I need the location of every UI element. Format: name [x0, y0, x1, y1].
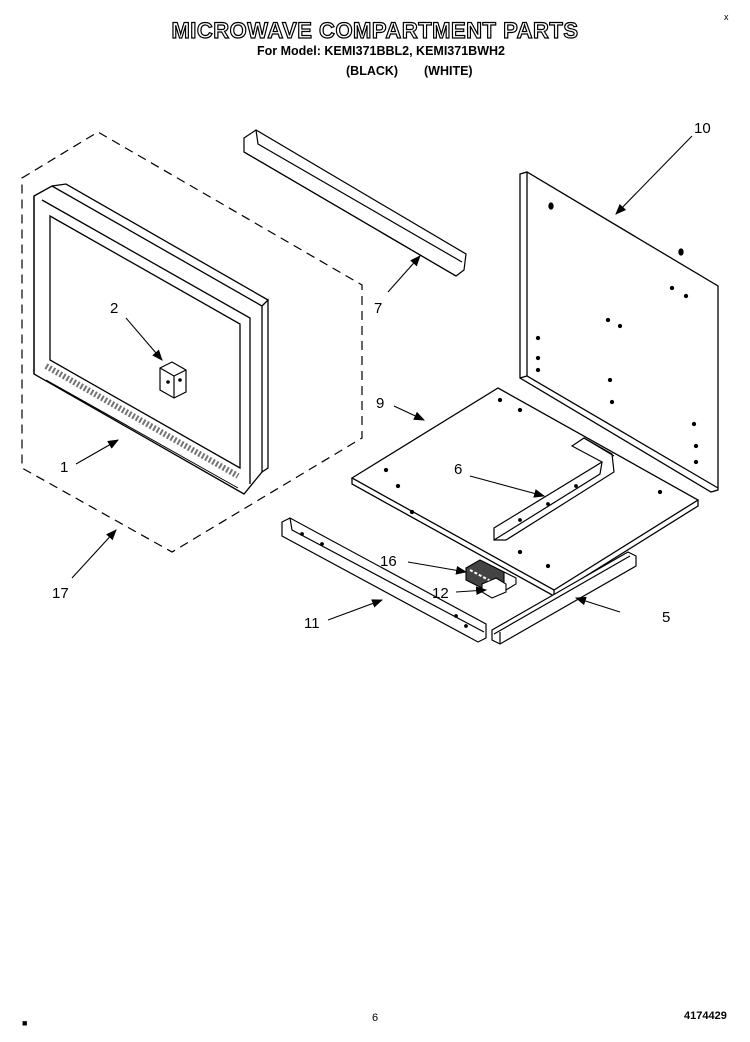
part-2-switch-box [159, 361, 187, 399]
part-17-dashed-outline [21, 131, 363, 553]
part-12-clip [481, 571, 517, 599]
callout-6: 6 [454, 461, 462, 478]
page-number: 6 [372, 1012, 379, 1024]
callout-12: 12 [432, 585, 449, 602]
callout-11: 11 [304, 615, 320, 632]
callout-7: 7 [374, 300, 382, 317]
callout-2: 2 [110, 300, 118, 317]
color-black-label: (BLACK) [346, 64, 399, 78]
corner-mark: x [724, 12, 729, 22]
corner-dot-mark: ■ [22, 1018, 28, 1028]
part-6-bracket [493, 437, 615, 541]
callout-9: 9 [376, 395, 384, 412]
callout-leaders [71, 135, 693, 621]
callout-16: 16 [380, 553, 397, 570]
callout-10: 10 [694, 120, 711, 137]
document-number: 4174429 [684, 1010, 727, 1022]
model-line: For Model: KEMI371BBL2, KEMI371BWH2 [257, 44, 505, 58]
part-10-back-panel [519, 171, 719, 493]
part-11-side-rail [281, 517, 487, 643]
part-1-door-frame [33, 183, 269, 495]
callout-17: 17 [52, 585, 69, 602]
callout-1: 1 [60, 459, 68, 476]
part-7-top-rail [243, 129, 467, 277]
part-5-side-rail [491, 551, 637, 645]
color-white-label: (WHITE) [424, 64, 473, 78]
callout-5: 5 [662, 609, 670, 626]
page-title: MICROWAVE COMPARTMENT PARTS [171, 17, 579, 43]
